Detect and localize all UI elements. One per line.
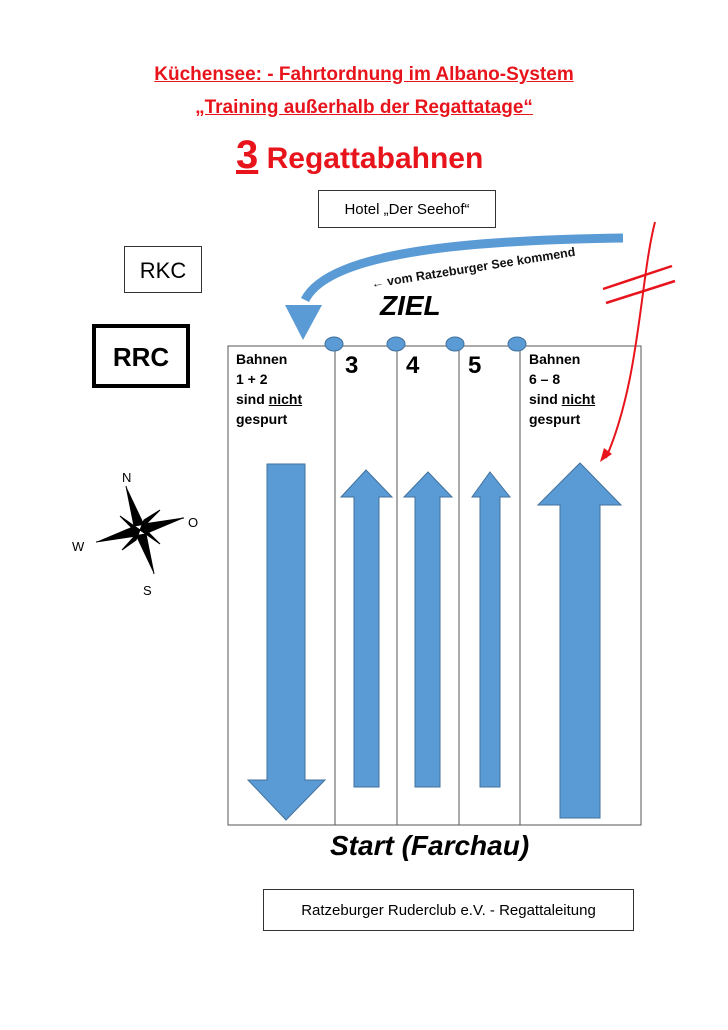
prohibited-mark — [602, 264, 673, 291]
lanes-heading: 3 Regattabahnen — [236, 133, 483, 178]
forbidden-route-arrowhead — [600, 448, 612, 462]
lane-number-5: 5 — [468, 352, 482, 379]
finish-label: ZIEL — [380, 290, 441, 321]
lane-number-4: 4 — [406, 352, 420, 379]
compass-rose-icon: N O S W — [72, 470, 198, 598]
buoy — [445, 336, 465, 352]
lane-number-3: 3 — [345, 352, 359, 379]
buoy — [507, 336, 527, 352]
note-text: sind — [236, 391, 269, 407]
approach-arrow — [300, 233, 624, 303]
note-emphasis: nicht — [268, 391, 303, 407]
up-arrow-lane-4 — [402, 471, 454, 788]
rrc-label: RRC — [92, 324, 190, 388]
up-arrow-lane-5 — [471, 471, 512, 788]
note-line: gespurt — [529, 411, 581, 427]
title-line-1: Küchensee: - Fahrtordnung im Albano-Syst… — [154, 64, 574, 85]
title-line-2: „Training außerhalb der Regattatage“ — [195, 97, 533, 118]
note-line: 1 + 2 — [236, 371, 268, 387]
buoy — [324, 336, 344, 352]
up-arrow-lanes-6-8 — [536, 462, 623, 819]
rkc-label: RKC — [124, 246, 202, 293]
compass-w: W — [72, 539, 85, 554]
course-frame — [227, 345, 642, 826]
note-line: sind nicht — [236, 389, 302, 409]
lanes-right-note: Bahnen 6 – 8 sind nicht gespurt — [529, 349, 595, 429]
compass-o: O — [188, 515, 198, 530]
footer-label: Ratzeburger Ruderclub e.V. - Regattaleit… — [263, 889, 634, 931]
compass-s: S — [143, 583, 152, 598]
note-text: sind — [529, 391, 562, 407]
lanes-left-note: Bahnen 1 + 2 sind nicht gespurt — [236, 349, 302, 429]
down-arrow-lanes-1-2 — [246, 463, 327, 821]
note-emphasis: nicht — [561, 391, 596, 407]
note-line: 6 – 8 — [529, 371, 561, 387]
lanes-label: Regattabahnen — [266, 142, 484, 175]
up-arrow-lane-3 — [339, 469, 394, 788]
start-label: Start (Farchau) — [330, 830, 530, 861]
prohibited-mark — [605, 279, 676, 305]
forbidden-route-line — [605, 221, 656, 459]
note-line: gespurt — [236, 411, 288, 427]
approach-arrow-head — [285, 305, 322, 340]
note-line: sind nicht — [529, 389, 595, 409]
note-line: Bahnen — [529, 351, 581, 367]
lanes-count: 3 — [236, 133, 259, 177]
hotel-label: Hotel „Der Seehof“ — [318, 190, 496, 228]
compass-n: N — [122, 470, 131, 485]
buoy — [386, 336, 406, 352]
note-line: Bahnen — [236, 351, 288, 367]
